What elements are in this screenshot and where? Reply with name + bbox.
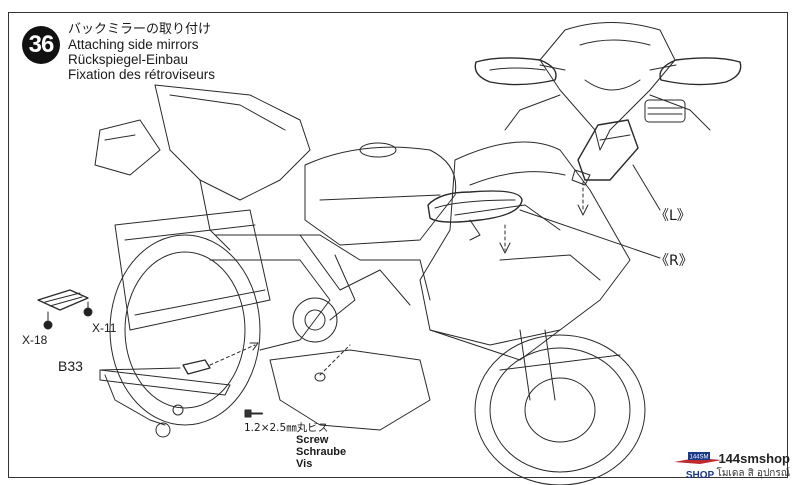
leader-left (632, 164, 661, 211)
step-titles: バックミラーの取り付け Attaching side mirrors Rücks… (68, 22, 215, 82)
front-fairing (419, 141, 631, 361)
screw-name-en: Screw (296, 434, 329, 446)
screw-callout: 1.2×2.5㎜丸ビス Screw Schraube Vis (244, 422, 346, 470)
screw-icon (244, 409, 263, 418)
watermark-sub: โมเดล สิ อุปกรณ์ (716, 468, 790, 479)
part-label-x18: X-18 (22, 333, 48, 347)
shop-watermark: 144smshop โมเดล สิ อุปกรณ์ (716, 451, 790, 481)
step-number-badge: 36 (22, 26, 60, 64)
logo-text: SHOP (686, 470, 715, 481)
screw-name-de: Schraube (296, 446, 347, 458)
right-mirror-on-bike (427, 190, 523, 241)
step-frame (8, 12, 788, 478)
screw-spec: 1.2×2.5㎜丸ビス (244, 422, 329, 434)
side-label-left: 《L》 (655, 208, 691, 224)
screw-name-fr: Vis (296, 458, 313, 470)
left-mirror-part (571, 119, 639, 216)
front-view-inset (474, 22, 742, 151)
tail-section (94, 84, 311, 251)
title-english: Attaching side mirrors (68, 37, 199, 52)
side-label-right: 《R》 (655, 253, 693, 269)
leader-right (519, 209, 661, 259)
footpeg-assembly (37, 289, 351, 382)
paddock-stand (99, 369, 231, 438)
watermark-brand: 144smshop (718, 451, 790, 466)
fuel-tank-frame (209, 142, 457, 431)
arrowhead-right-mirror (499, 242, 511, 254)
front-wheel (474, 329, 646, 485)
shop-logo: 144SM SHOP (674, 452, 722, 481)
title-japanese: バックミラーの取り付け (68, 22, 212, 37)
screw-names: Screw Schraube Vis (296, 434, 346, 470)
rear-wheel (109, 209, 271, 426)
title-french: Fixation des rétroviseurs (68, 67, 216, 82)
logo-badge-text: 144SM (689, 455, 708, 461)
part-label-b33: B33 (58, 358, 83, 374)
part-label-x11: X-11 (92, 321, 117, 335)
title-german: Rückspiegel-Einbau (68, 52, 189, 67)
